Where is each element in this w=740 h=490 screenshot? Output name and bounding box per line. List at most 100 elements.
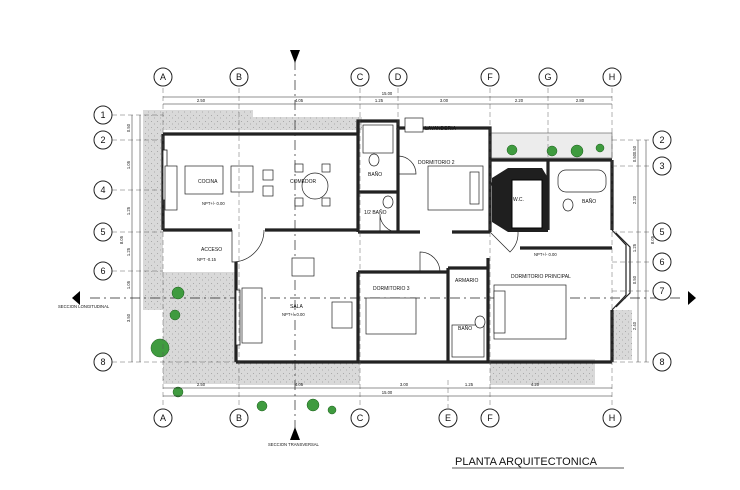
dim-bottom-0: 2.50 — [197, 382, 206, 387]
room-acceso: ACCESO — [201, 247, 222, 253]
kitchen-counter-left — [164, 165, 178, 211]
dimension-text: 15.00 2.50 4.05 1.25 3.00 2.20 2.80 2.50… — [119, 91, 655, 395]
axis-bottom-e: E — [445, 413, 451, 423]
dim-right-1: 0.50 — [632, 153, 637, 162]
axis-bottom-h: H — [609, 413, 616, 423]
axis-bubbles — [93, 67, 672, 428]
dim-right-3: 1.25 — [632, 243, 637, 252]
room-sala: SALA — [290, 304, 303, 310]
dining-chair — [294, 197, 304, 207]
axis-bottom-c: C — [357, 413, 364, 423]
axis-right-6: 6 — [659, 257, 664, 267]
axis-right-3: 3 — [659, 161, 664, 171]
axis-top-b: B — [236, 72, 242, 82]
room-dormitorio-principal: DORMITORIO PRINCIPAL — [511, 274, 571, 280]
toilet — [562, 198, 574, 212]
section-marker-right — [688, 291, 696, 305]
room-wc: W.C. — [513, 197, 524, 203]
doors — [231, 155, 519, 273]
level-cocina: NPT+/- 0.00 — [202, 201, 225, 206]
dim-left-3: 1.25 — [126, 247, 131, 256]
dining-chair — [321, 163, 331, 173]
axis-left-4: 4 — [100, 185, 105, 195]
axis-bottom-f: F — [487, 413, 493, 423]
dining-chair — [294, 163, 304, 173]
level-marks: NPT+/- 0.00 NPT -0.15 NPT+/- 0.00 NPT+/-… — [197, 201, 557, 317]
dim-left-2: 1.25 — [126, 206, 131, 215]
dim-top-4: 2.20 — [515, 98, 524, 103]
axis-right-8: 8 — [659, 357, 664, 367]
bay-window — [611, 229, 631, 311]
dim-right-4: 0.50 — [632, 275, 637, 284]
dim-right-2: 2.20 — [632, 195, 637, 204]
dim-left-total: 8.05 — [119, 235, 124, 244]
axis-labels: A B C D F G H A B C E F H 1 2 4 5 6 8 2 … — [100, 72, 664, 423]
stool — [262, 185, 274, 197]
furniture — [164, 117, 607, 358]
axis-left-2: 2 — [100, 135, 105, 145]
section-transversal-label: SECCION TRANSVERSAL — [268, 442, 320, 447]
room-bano-2: BAÑO — [458, 325, 472, 332]
axis-right-2: 2 — [659, 135, 664, 145]
kitchen-counter — [184, 165, 224, 195]
bed-dormitorio-3 — [365, 297, 417, 335]
axis-left-1: 1 — [100, 110, 105, 120]
toilet — [368, 153, 380, 167]
dim-bottom-3: 1.25 — [465, 382, 474, 387]
axis-top-h: H — [609, 72, 616, 82]
shower — [362, 124, 394, 154]
axis-top-d: D — [395, 72, 402, 82]
section-marker-left — [72, 291, 80, 305]
axis-bottom-b: B — [236, 413, 242, 423]
dim-left-4: 1.05 — [126, 280, 131, 289]
axis-right-5: 5 — [659, 227, 664, 237]
exterior-terrain — [143, 110, 632, 385]
axis-left-8: 8 — [100, 357, 105, 367]
kitchen-island — [230, 165, 254, 193]
dim-bottom-1: 4.05 — [295, 382, 304, 387]
room-bano-ppal: BAÑO — [582, 198, 596, 205]
axis-top-c: C — [357, 72, 364, 82]
dining-table — [301, 172, 329, 200]
room-dormitorio-2: DORMITORIO 2 — [418, 160, 455, 166]
axis-top-a: A — [160, 72, 166, 82]
room-labels: COCINA COMEDOR BAÑO 1/2 BAÑO LAVANDERIA … — [198, 126, 596, 332]
bathtub — [557, 169, 607, 193]
room-medio-bano: 1/2 BAÑO — [364, 209, 387, 216]
stool — [262, 169, 274, 181]
dim-left-5: 3.50 — [126, 313, 131, 322]
dimension-lines — [131, 96, 647, 397]
washer — [404, 117, 424, 133]
dim-top-5: 2.80 — [576, 98, 585, 103]
bed-principal — [493, 284, 567, 340]
dim-top-total: 15.00 — [382, 91, 393, 96]
pillow — [469, 171, 480, 205]
dim-right-total: 8.05 — [650, 235, 655, 244]
dim-top-0: 2.50 — [197, 98, 206, 103]
shower-2 — [451, 324, 485, 358]
dim-right-0: 0.50 — [632, 145, 637, 154]
pillow — [493, 290, 506, 334]
dim-left-1: 1.05 — [126, 160, 131, 169]
level-acceso: NPT -0.15 — [197, 257, 217, 262]
dim-top-1: 4.05 — [295, 98, 304, 103]
axis-left-6: 6 — [100, 266, 105, 276]
room-dormitorio-3: DORMITORIO 3 — [373, 286, 410, 292]
dim-top-2: 1.25 — [375, 98, 384, 103]
dim-bottom-4: 4.20 — [531, 382, 540, 387]
axis-right-7: 7 — [659, 286, 664, 296]
section-marker-bottom — [290, 427, 300, 440]
level-dormitorio-principal: NPT+/- 0.00 — [534, 252, 557, 257]
room-bano-1: BAÑO — [368, 171, 382, 178]
axis-top-g: G — [544, 72, 551, 82]
level-sala: NPT+/- 0.00 — [282, 312, 305, 317]
axis-bottom-a: A — [160, 413, 166, 423]
dim-bottom-total: 15.00 — [382, 390, 393, 395]
room-comedor: COMEDOR — [290, 179, 317, 185]
dim-bottom-2: 3.00 — [400, 382, 409, 387]
dim-left-0: 0.50 — [126, 123, 131, 132]
room-lavanderia: LAVANDERIA — [425, 126, 457, 132]
dim-right-5: 2.40 — [632, 321, 637, 330]
drawing-title: PLANTA ARQUITECTONICA — [455, 456, 598, 468]
